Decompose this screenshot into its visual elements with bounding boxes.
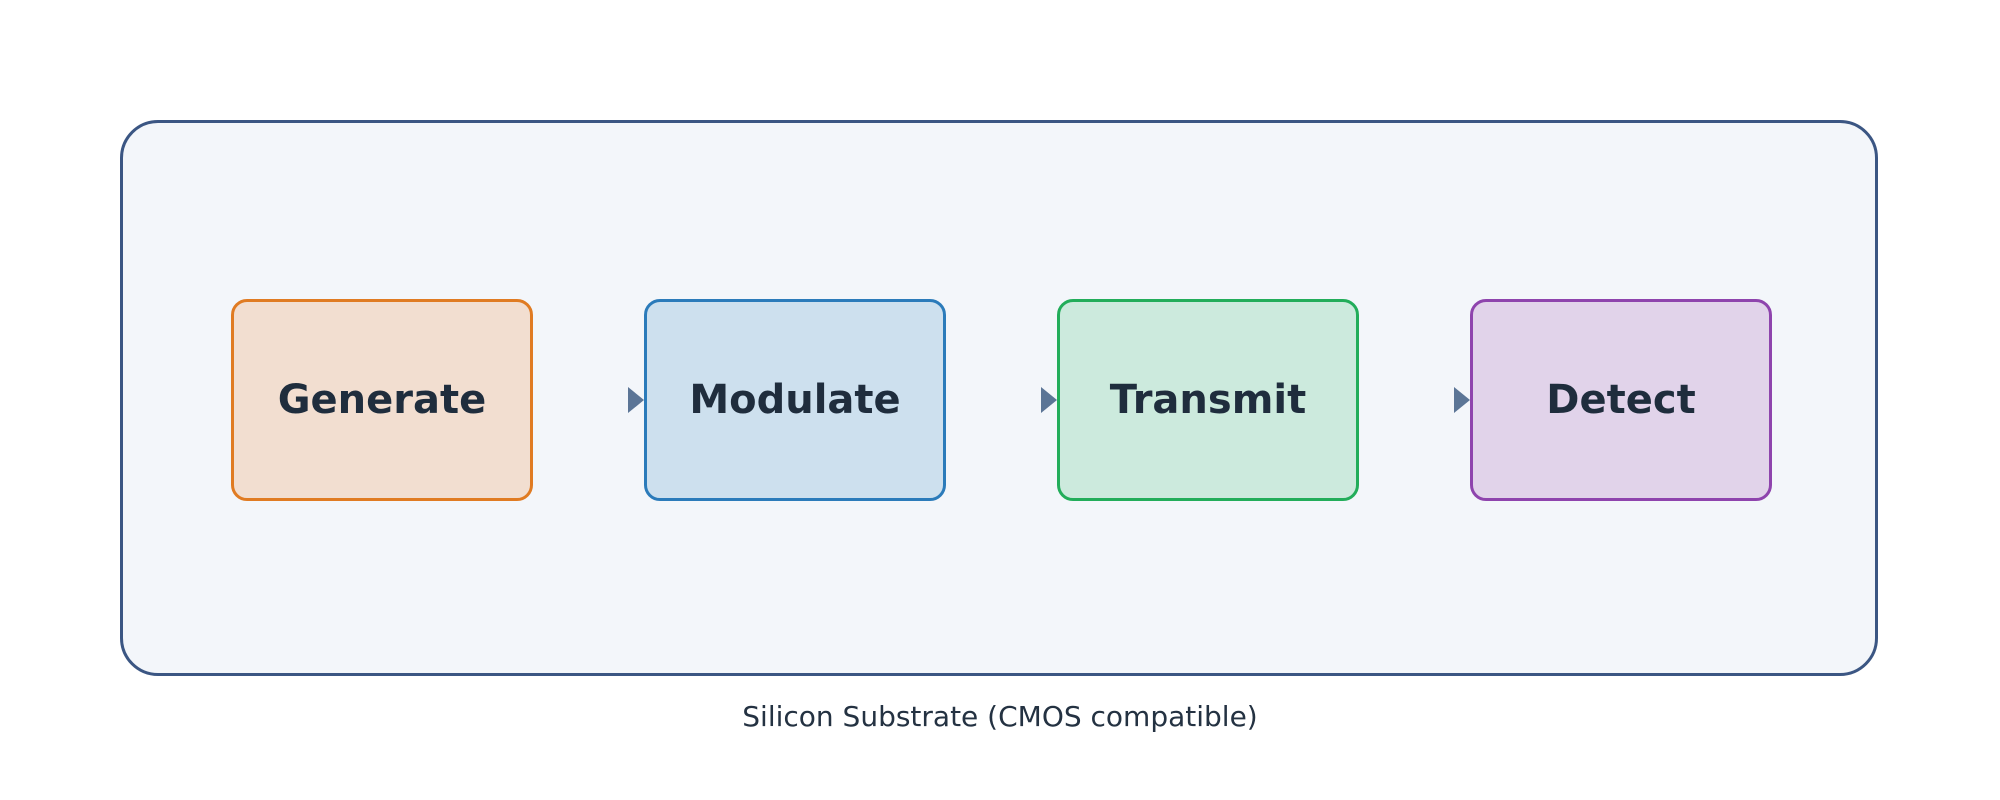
arrow-modulate-to-transmit <box>1041 387 1057 413</box>
arrow-generate-to-modulate <box>628 387 644 413</box>
substrate-caption: Silicon Substrate (CMOS compatible) <box>742 700 1258 733</box>
stage-generate: Generate <box>231 299 533 501</box>
stage-transmit: Transmit <box>1057 299 1359 501</box>
stage-label-detect: Detect <box>1546 377 1696 423</box>
arrow-transmit-to-detect <box>1454 387 1470 413</box>
stage-label-transmit: Transmit <box>1109 377 1307 423</box>
stage-detect: Detect <box>1470 299 1772 501</box>
stage-label-generate: Generate <box>277 377 487 423</box>
stage-label-modulate: Modulate <box>689 377 901 423</box>
stage-modulate: Modulate <box>644 299 946 501</box>
